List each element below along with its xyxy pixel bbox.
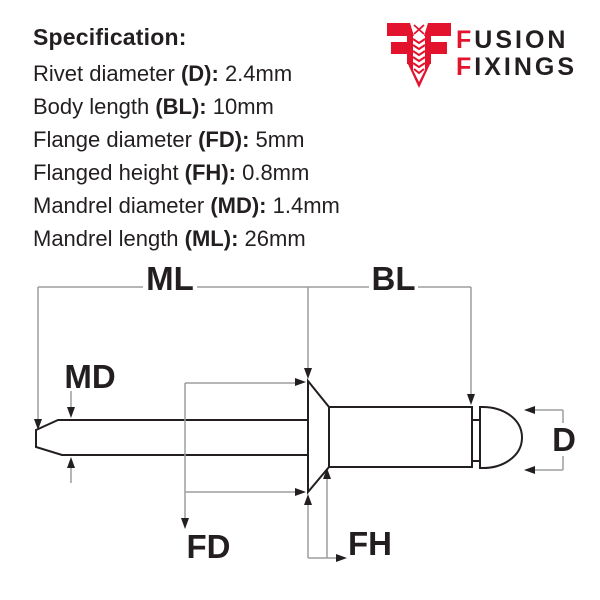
dim-label-rivet-diameter: D [549,423,579,456]
spec-item-value: 1.4mm [266,193,340,218]
spec-item-value: 26mm [238,226,306,251]
spec-item-code: (BL): [155,94,207,119]
spec-item-flanged-height: Flanged height (FH): 0.8mm [33,156,340,189]
brand-wordmark: FUSION FIXINGS [456,27,577,81]
brand-line1: FUSION [456,27,577,54]
dim-label-mandrel-length: ML [143,262,197,295]
spec-item-value: 5mm [249,127,305,152]
spec-item-code: (D): [180,61,219,86]
dimension-lines [37,286,564,559]
specification-block: Specification: Rivet diameter (D): 2.4mm… [33,24,340,255]
spec-item-name: Mandrel length [33,226,185,251]
spec-item-name: Mandrel diameter [33,193,211,218]
dim-label-body-length: BL [369,262,418,295]
spec-item-value: 10mm [206,94,274,119]
dim-label-mandrel-diameter: MD [64,358,116,395]
brand-line2: FIXINGS [456,54,577,81]
spec-item-code: (FH): [184,160,236,185]
spec-item-code: (ML): [184,226,239,251]
specification-heading: Specification: [33,24,187,50]
dimension-arrowheads [34,368,535,562]
rivet-outline [35,378,524,495]
spec-item-body-length: Body length (BL): 10mm [33,90,340,123]
spec-item-value: 2.4mm [218,61,293,86]
spec-item-mandrel-diameter: Mandrel diameter (MD): 1.4mm [33,189,340,222]
spec-item-rivet-diameter: Rivet diameter (D): 2.4mm [33,57,340,90]
spec-item-value: 0.8mm [235,160,310,185]
spec-item-flange-diameter: Flange diameter (FD): 5mm [33,123,340,156]
brand-line1-initial: F [456,26,475,54]
spec-item-mandrel-length: Mandrel length (ML): 26mm [33,222,340,255]
dim-label-flange-diameter: FD [186,528,231,565]
spec-item-name: Flanged height [33,160,185,185]
dim-label-flanged-height: FH [348,525,392,562]
brand-line2-initial: F [456,53,475,81]
spec-item-code: (MD): [210,193,267,218]
spec-item-name: Flange diameter [33,127,199,152]
spec-item-name: Body length [33,94,156,119]
spec-item-code: (FD): [198,127,250,152]
screw-monogram-icon [387,23,451,88]
spec-item-name: Rivet diameter [33,61,181,86]
brand-logo: FUSION FIXINGS [387,18,577,92]
brand-line1-rest: USION [474,26,569,54]
brand-line2-rest: IXINGS [474,53,578,81]
